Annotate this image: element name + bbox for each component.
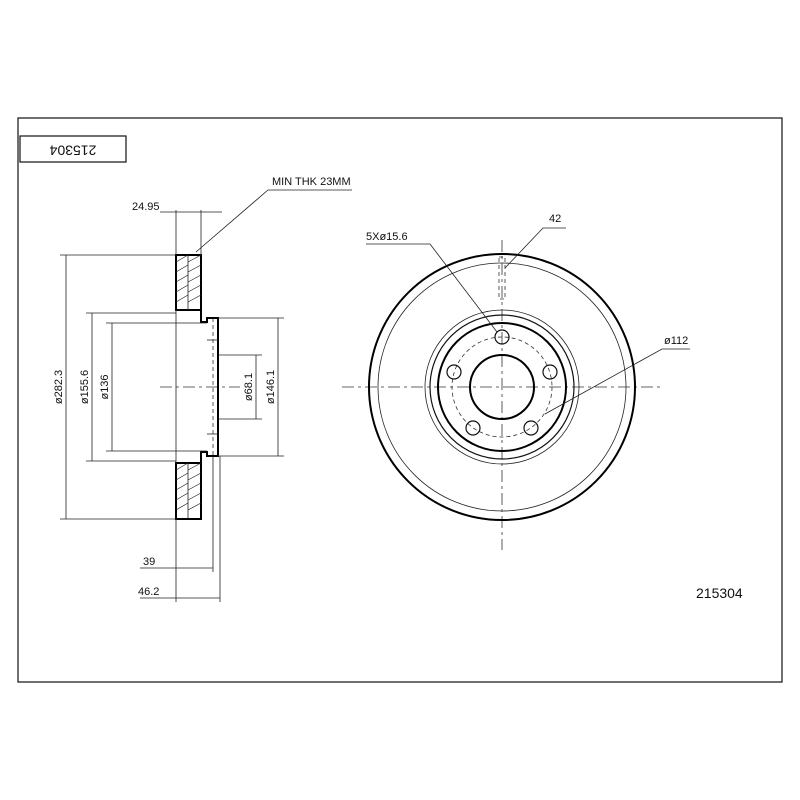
friction-ring-lower [175, 462, 202, 520]
min-thk-leader [195, 189, 352, 253]
hat-outer-edge [429, 314, 575, 460]
bolt-hole [523, 420, 539, 436]
dim-136: ø136 [99, 374, 111, 399]
dim-42: 42 [549, 213, 561, 225]
pcd-leader [544, 348, 690, 415]
dim-68-1: ø68.1 [243, 373, 255, 401]
bolt-hole [542, 364, 558, 380]
outer-disc-edge [368, 253, 636, 521]
drawing-frame [17, 117, 783, 683]
dim-24-95: 24.95 [132, 201, 160, 213]
part-number-rotated: 215304 [49, 142, 96, 158]
min-thk-label: MIN THK 23MM [272, 176, 351, 188]
front-view: 42 5Xø15.6 ø112 [342, 213, 690, 550]
dim-pcd-112: ø112 [664, 335, 688, 347]
hatch-upper [175, 254, 202, 303]
outer-ring-line [377, 262, 627, 512]
dim-46-2: 46.2 [138, 586, 159, 598]
part-number: 215304 [696, 585, 743, 601]
friction-ring-upper [175, 254, 202, 311]
hatch-lower [175, 462, 202, 511]
slot-42 [498, 256, 506, 300]
dim-155-6: ø155.6 [79, 370, 91, 404]
bolt-holes [446, 329, 558, 436]
bolt-hole [446, 364, 462, 380]
slot-leader [504, 227, 566, 269]
bolt-hole [494, 329, 510, 345]
center-bore [469, 354, 535, 420]
hat-face-edge [437, 322, 567, 452]
dim-282-3: ø282.3 [53, 370, 65, 404]
pcd-circle [451, 336, 553, 438]
friction-inner-edge [424, 309, 580, 465]
dim-39: 39 [143, 556, 155, 568]
dim-bolt-holes: 5Xø15.6 [366, 231, 408, 243]
bolt-holes-leader [366, 243, 498, 333]
hat-profile [200, 310, 219, 463]
dim-146-1: ø146.1 [265, 370, 277, 404]
bolt-hole [465, 420, 481, 436]
title-box [19, 135, 127, 163]
section-view: 24.95 MIN THK 23MM ø282.3 ø155.6 ø136 ø6… [53, 176, 352, 602]
